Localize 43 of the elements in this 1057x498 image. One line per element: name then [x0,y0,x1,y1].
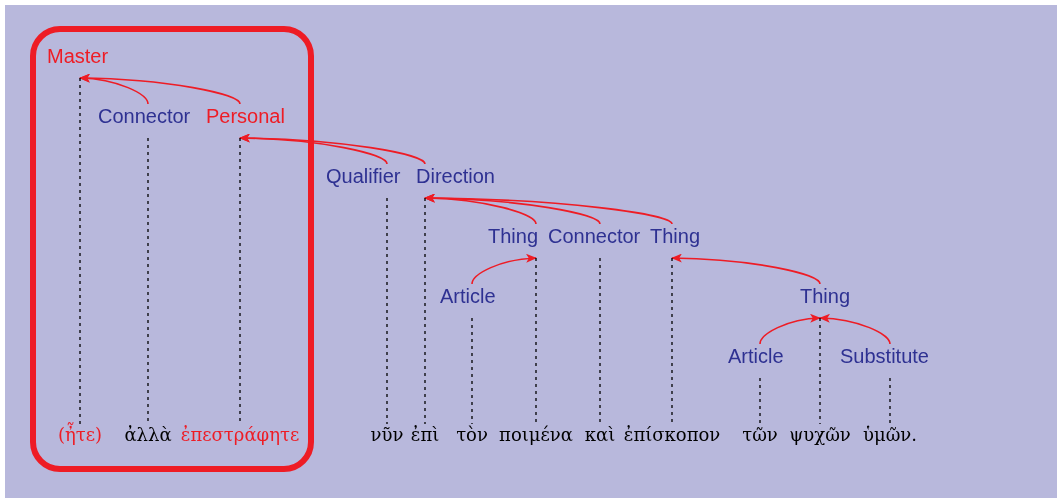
greek-word: ἀλλὰ [124,422,172,448]
greek-word: τὸν [456,422,488,448]
greek-word: νῦν [370,422,404,448]
dashed-line [535,257,537,425]
arrow [79,74,149,105]
grammar-label: Master [47,44,117,78]
dashed-line [819,317,821,425]
arrow [424,193,673,225]
dashed-line [79,77,81,425]
dashed-line [759,377,761,425]
dashed-line [671,257,673,425]
greek-word: ὑμῶν. [863,422,917,448]
dashed-line [386,197,388,425]
arrow [79,73,241,105]
arrow [759,314,821,345]
greek-word: ἐπίσκοπον [623,422,721,448]
grammar-label: Thing [650,224,706,258]
grammar-label: Thing [488,224,544,258]
greek-word: ποιμένα [499,422,573,448]
greek-word: καὶ [584,422,616,448]
grammar-label: Direction [416,164,506,198]
arrow [671,253,821,285]
arrow [471,254,537,285]
grammar-label: Thing [800,284,856,318]
dashed-line [889,377,891,425]
dashed-line [599,257,601,425]
grammar-label: Qualifier [326,164,412,198]
grammar-label: Substitute [840,344,940,378]
greek-word: ψυχῶν [789,422,851,448]
grammar-label: Article [728,344,792,378]
arrow [819,314,891,345]
greek-word: ἐπεστράφητε [180,422,300,448]
greek-word: τῶν [742,422,778,448]
arrow [239,133,426,165]
greek-word: (ἦτε) [57,422,103,448]
dashed-line [471,317,473,425]
grammar-label: Connector [98,104,194,138]
grammar-label: Article [440,284,504,318]
grammar-label: Connector [548,224,644,258]
grammar-label: Personal [206,104,294,138]
greek-word: ἐπὶ [410,422,440,448]
dashed-line [424,197,426,425]
highlight-frame [30,26,314,472]
